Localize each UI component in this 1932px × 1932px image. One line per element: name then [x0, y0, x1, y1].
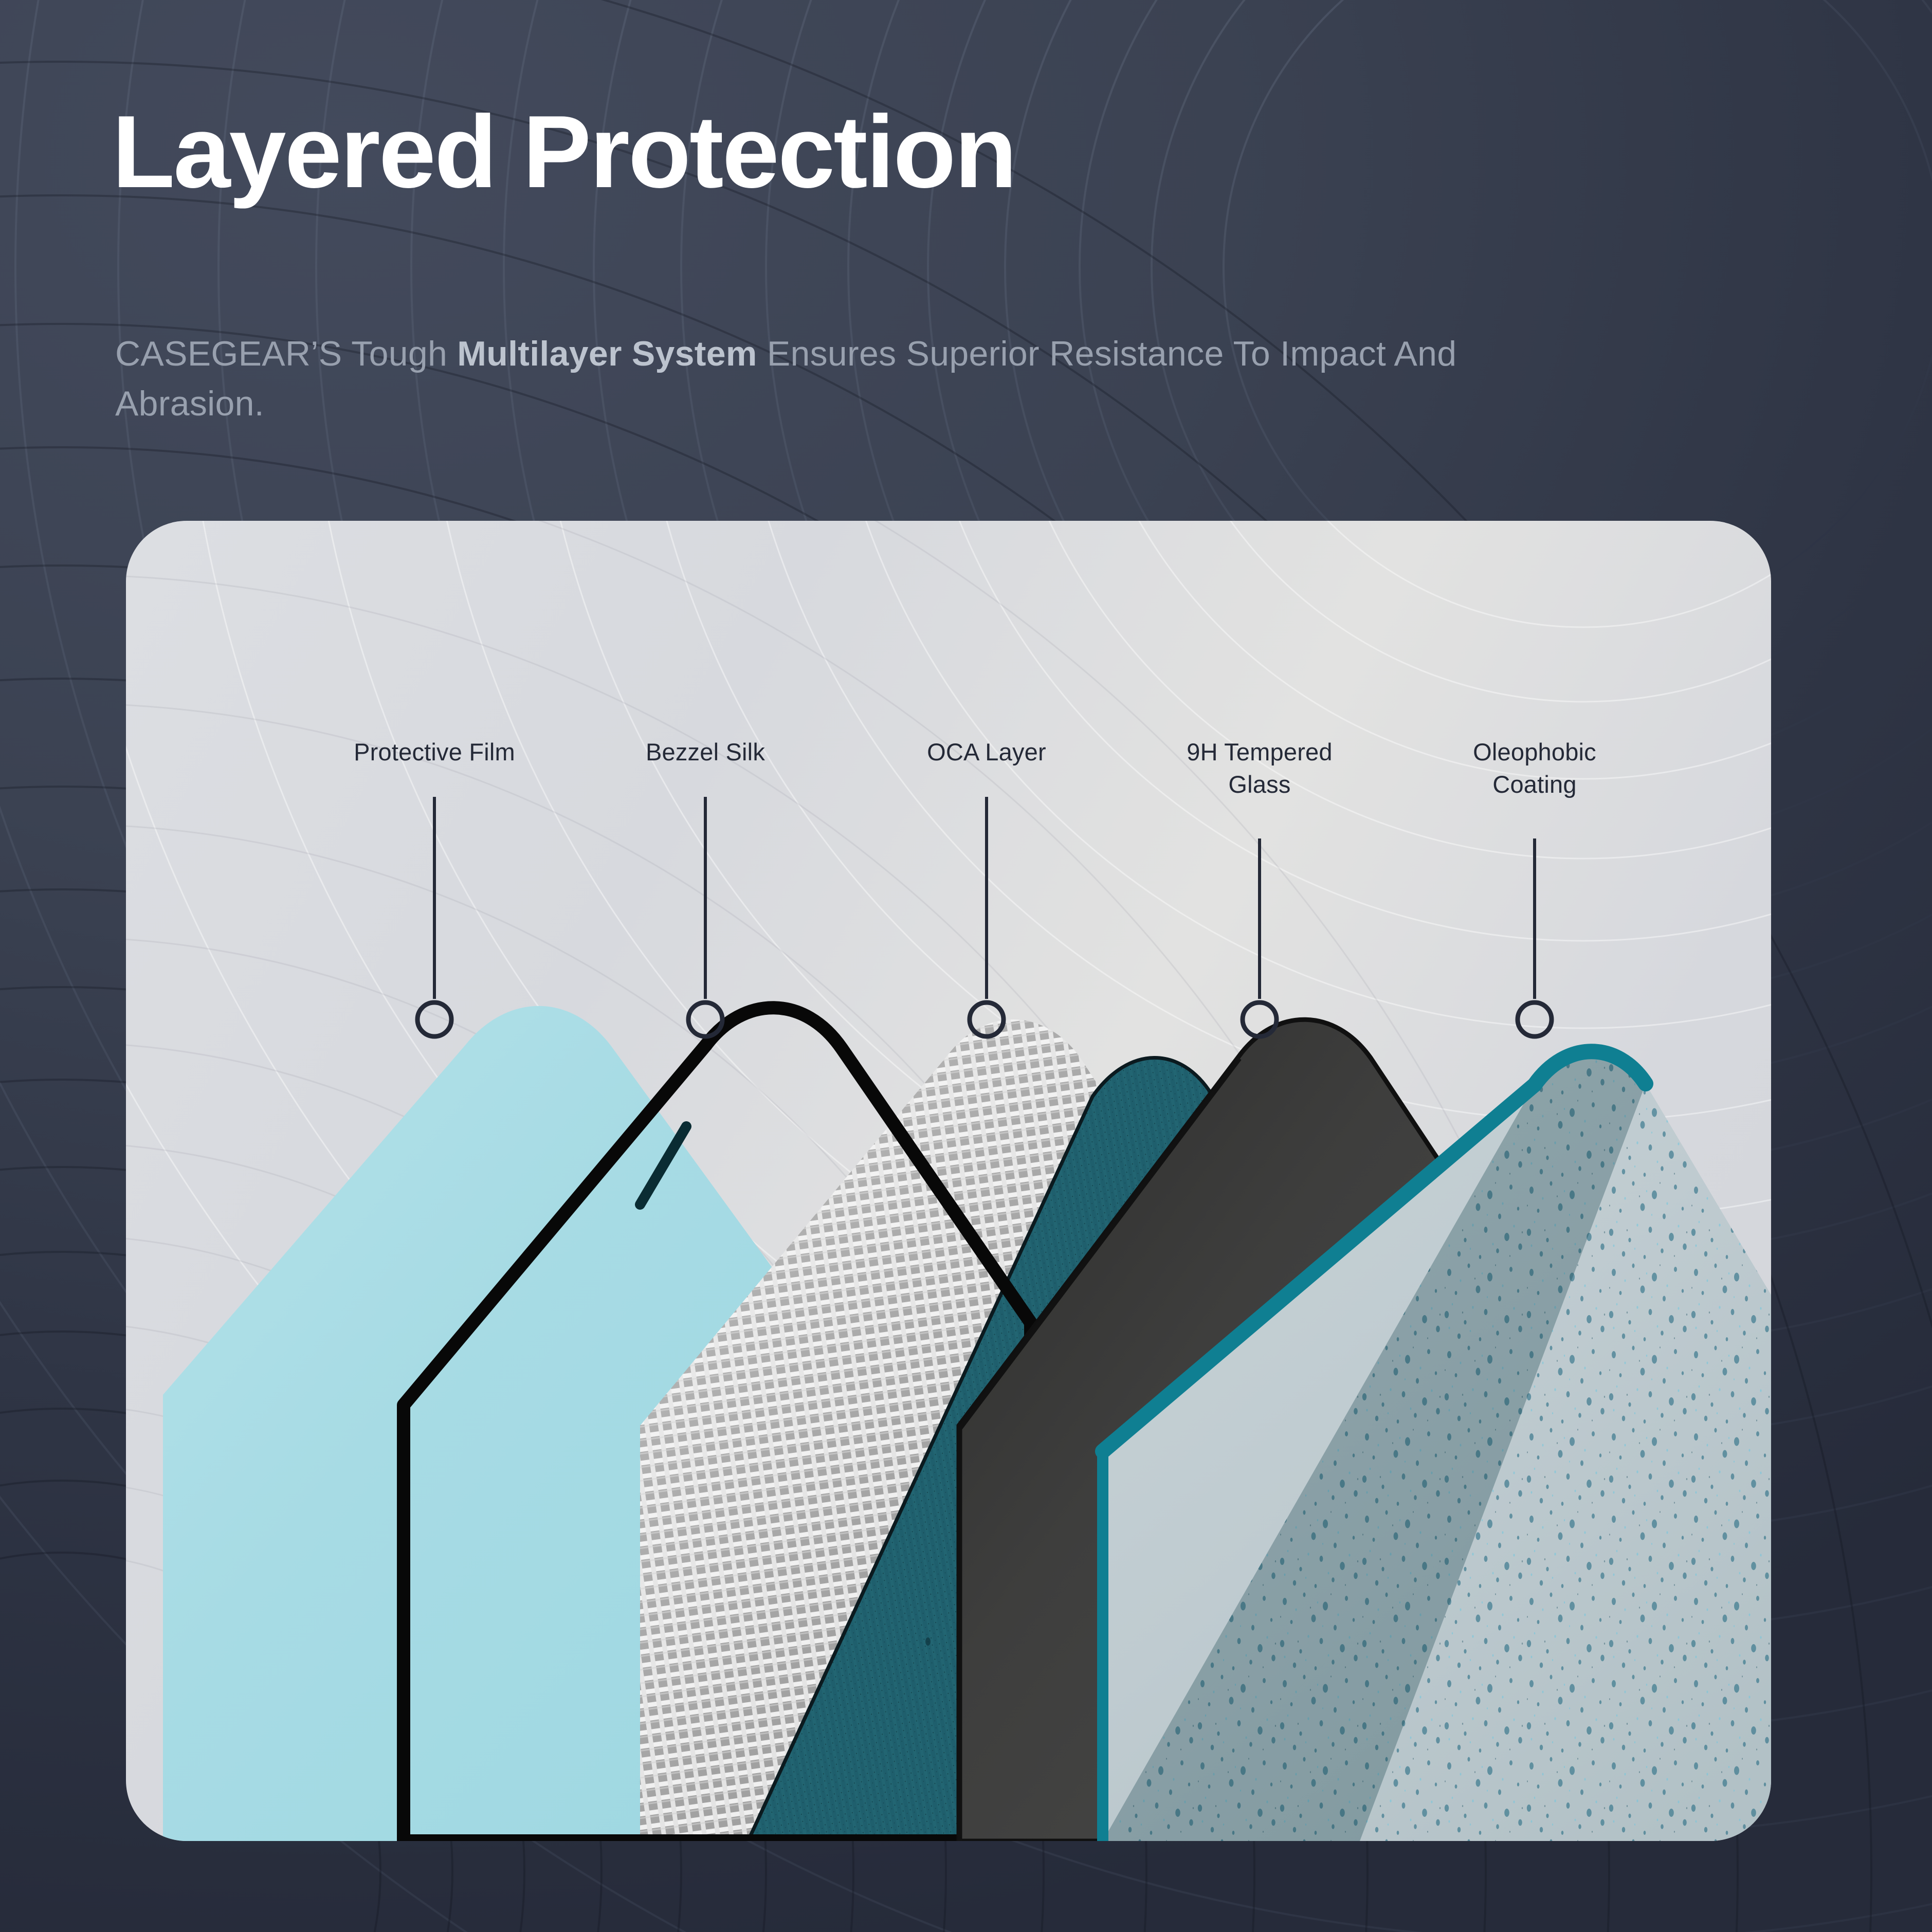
page-subtitle: CASEGEAR’S Tough Multilayer System Ensur…	[115, 329, 1503, 428]
diagram-card: Protective Film Bezzel Silk OCA Layer 9H…	[126, 521, 1771, 1841]
label-oleophobic-coating: Oleophobic Coating	[1473, 738, 1596, 798]
leader-dot-oleophobic	[1515, 1000, 1554, 1039]
leader-dot-oca-layer	[967, 1000, 1006, 1039]
label-protective-film: Protective Film	[354, 738, 515, 765]
label-tempered-glass: 9H Tempered Glass	[1187, 738, 1333, 798]
label-oca-layer: OCA Layer	[927, 738, 1046, 765]
subtitle-highlight: Multilayer System	[457, 334, 757, 373]
label-bezzel-silk: Bezzel Silk	[645, 738, 765, 765]
leader-dot-protective-film	[415, 1000, 454, 1039]
leader-dot-tempered-glass	[1240, 1000, 1279, 1039]
leader-dot-bezzel-silk	[686, 1000, 725, 1039]
layer-protective-film	[163, 1006, 797, 1841]
page-title: Layered Protection	[112, 95, 1017, 209]
leader-lines-group	[415, 797, 1554, 1039]
tempered-glass-left-edge	[957, 1057, 1242, 1841]
subtitle-part-1: CASEGEAR’S Tough	[115, 334, 458, 373]
layer-bezzel-silk	[397, 1001, 1037, 1841]
subtitle-part-2: Ensures Superior Resistance To Impact An…	[115, 334, 1457, 423]
layer-stack-illustration	[163, 1001, 1771, 1841]
